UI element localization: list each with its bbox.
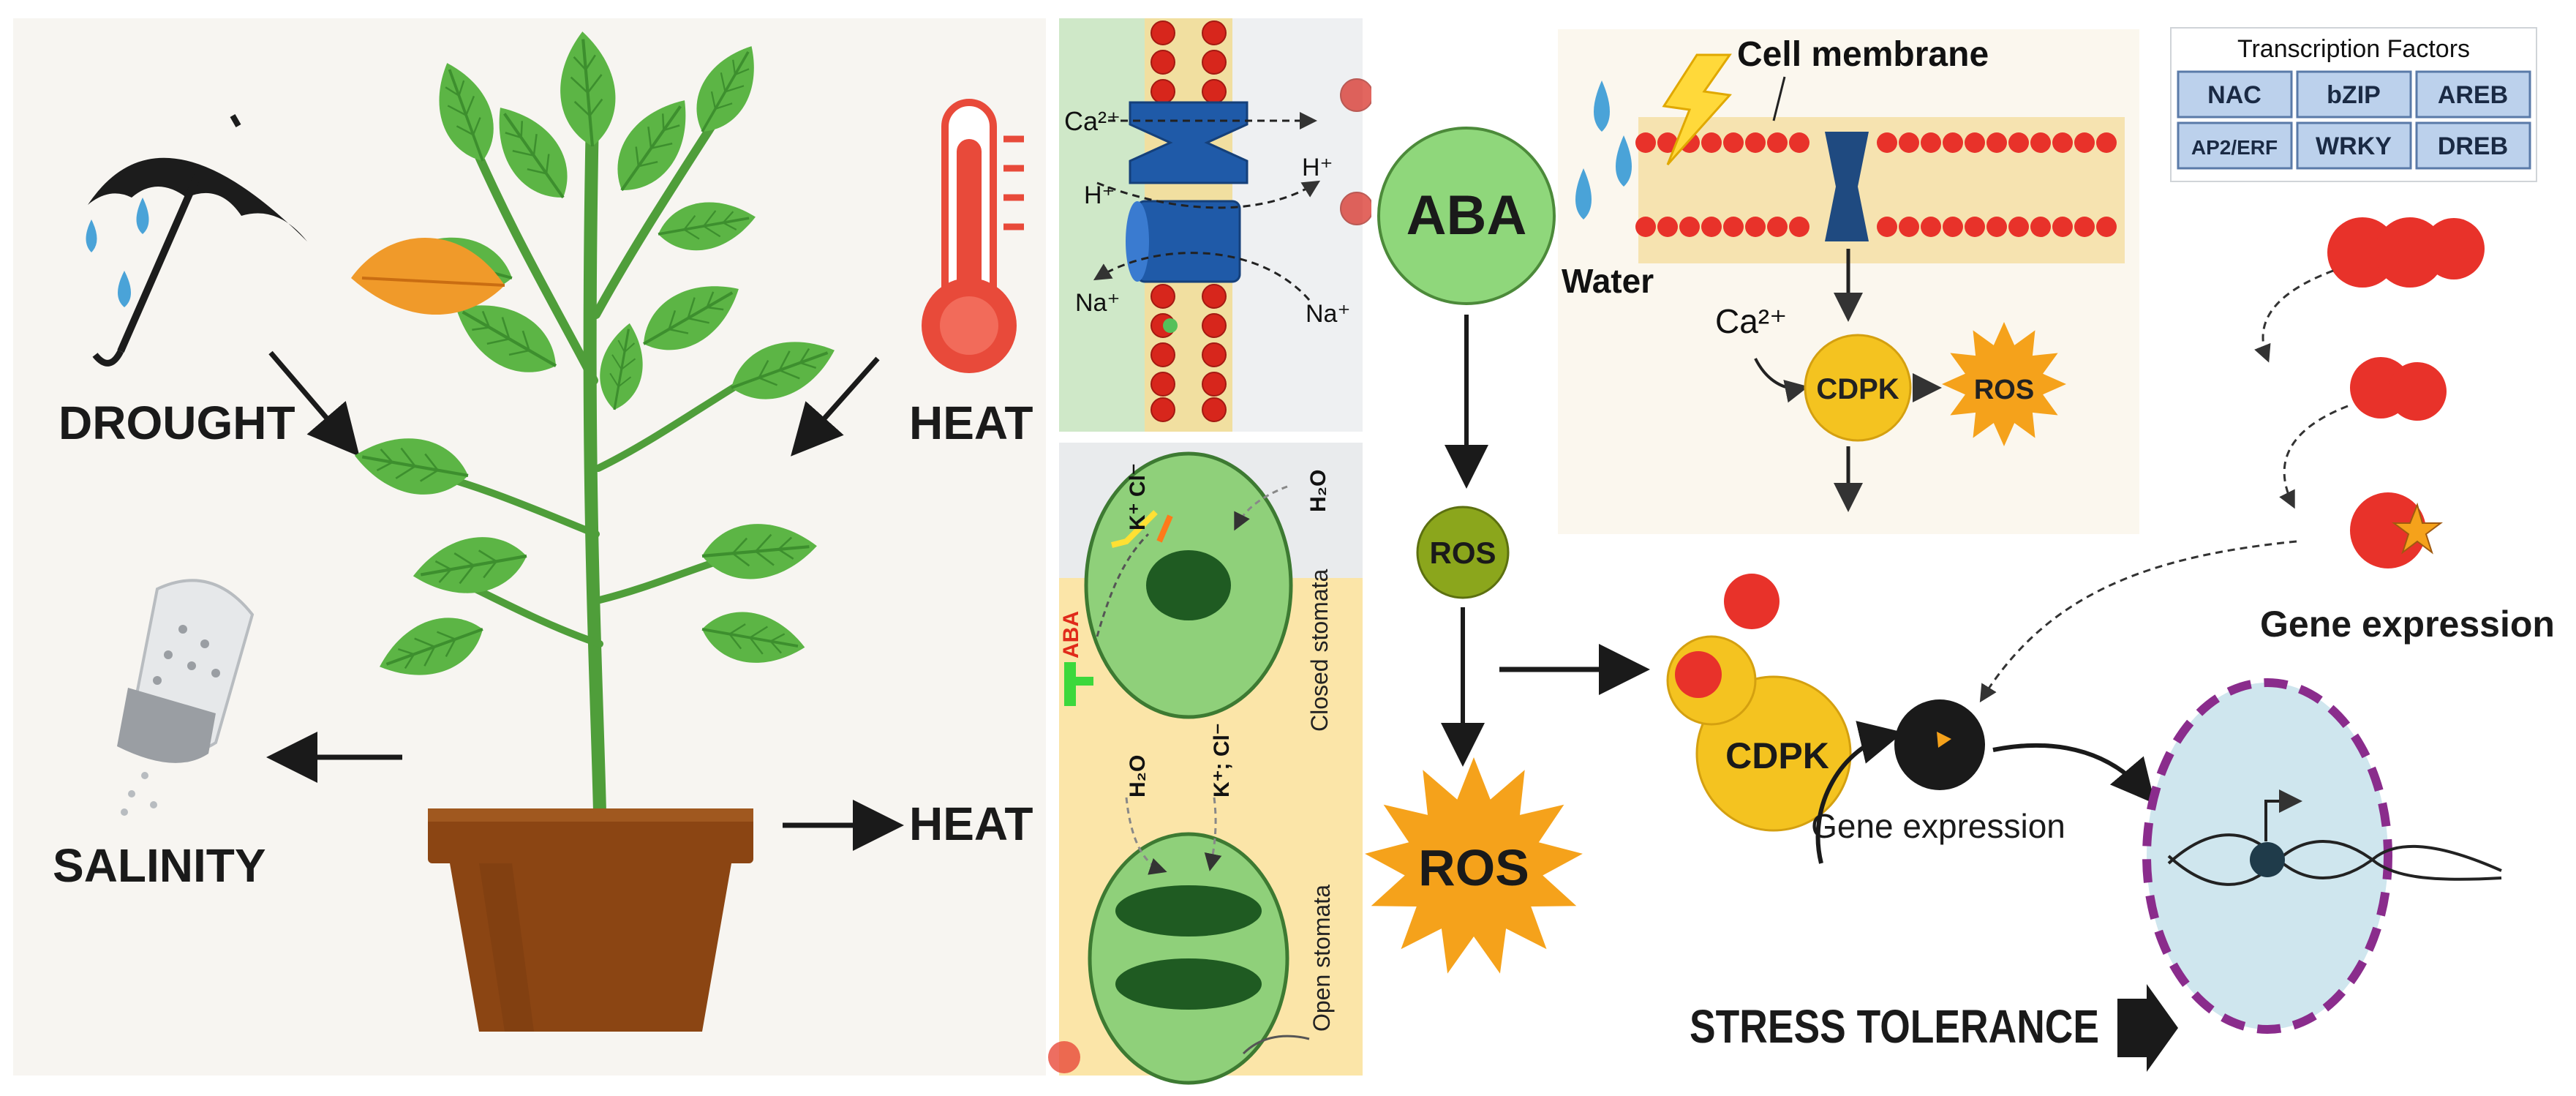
tf-cell-label: NAC [2207, 81, 2261, 109]
membrane-cdpk-label: CDPK [1816, 373, 1899, 405]
heat-arrow-top [791, 356, 880, 457]
transcription-factors-table: Transcription Factors NAC bZIP AREB AP2/ERF… [2170, 27, 2537, 182]
tf-cell [2415, 121, 2531, 170]
cdpk-complex [1666, 574, 1852, 832]
aba-node [1377, 127, 1556, 305]
tf-title: Transcription Factors [2237, 35, 2470, 63]
stomata-h2o-top-label: H₂O [1306, 470, 1330, 512]
membrane-panel: Cell membrane Water Ca²⁺ CDPK ROS [1558, 29, 2139, 534]
tf-cell [2296, 70, 2412, 119]
closed-stomata-label: Closed stomata [1306, 568, 1333, 732]
tf-cell-label: AP2/ERF [2191, 136, 2278, 159]
membrane-title: Cell membrane [1737, 35, 1989, 74]
tf-cell [2177, 70, 2293, 119]
rain-drops-icon [86, 198, 149, 307]
membrane-cdpk-node [1804, 334, 1912, 442]
ion-ca-label: Ca²⁺ [1064, 106, 1121, 136]
ion-h-right-label: H⁺ [1302, 154, 1333, 181]
ros-burst-label: ROS [1418, 839, 1529, 896]
water-drops-icon [1575, 80, 1632, 219]
lightning-icon [1662, 53, 1732, 166]
salt-shaker-icon [117, 579, 255, 816]
tf-to-gene-dashed-arrow [1979, 540, 2297, 703]
membrane-channel-icon [1825, 132, 1869, 241]
drought-arrow [268, 350, 360, 457]
aba-node-label: ABA [1406, 184, 1527, 247]
membrane-pointer [1772, 76, 1786, 121]
membrane-ros-burst [1942, 322, 2066, 446]
membrane-ros-label: ROS [1974, 375, 2034, 405]
stomata-h2o-bottom-label: H₂O [1126, 755, 1150, 797]
gene-flag-icon [1937, 732, 1951, 748]
stomata-kcl-top-label: K⁺ Cl⁻ [1126, 463, 1150, 530]
tf-cell [2177, 121, 2293, 170]
heat-label-bottom: HEAT [909, 797, 1033, 850]
tf-cell-label: WRKY [2316, 132, 2392, 160]
water-label: Water [1562, 262, 1654, 300]
tf-cell-label: DREB [2438, 132, 2508, 160]
ion-na-right-label: Na⁺ [1306, 300, 1350, 328]
ros-burst-node [1365, 757, 1583, 974]
umbrella-icon [88, 114, 307, 367]
tf-cell-label: AREB [2438, 81, 2508, 109]
ion-channel-panel: Ca²⁺ H⁺ H⁺ Na⁺ Na⁺ [1059, 18, 1374, 432]
drought-label: DROUGHT [59, 397, 295, 449]
tf-dashed-arrow-2 [2279, 405, 2349, 509]
ion-h-left-label: H⁺ [1084, 181, 1115, 209]
membrane-ca-label: Ca²⁺ [1715, 302, 1787, 340]
star-marker-icon [2392, 502, 2443, 555]
ion-na-left-label: Na⁺ [1075, 289, 1120, 317]
orange-leaf-icon [351, 238, 505, 315]
thermometer-icon [922, 99, 1024, 373]
stress-tolerance-arrow [2117, 984, 2178, 1072]
nucleus [2142, 678, 2502, 1034]
ros-small-label: ROS [1429, 536, 1496, 570]
ros-small-node [1416, 506, 1510, 599]
tf-cell [2415, 70, 2531, 119]
cdpk-feedback-arrow [1815, 721, 1904, 864]
stomata-kcl-bottom-label: K⁺; Cl⁻ [1210, 723, 1234, 797]
ca-to-cdpk-arrow [1754, 358, 1809, 403]
stress-tolerance-label: STRESS TOLERANCE [1690, 1000, 2099, 1053]
salinity-label: SALINITY [53, 839, 266, 892]
open-stomata-label: Open stomata [1308, 885, 1335, 1032]
gene-to-nucleus-arrow [1992, 743, 2155, 804]
gene-expression-label: Gene expression [1811, 807, 2065, 845]
tf-gene-expression-label: Gene expression [2260, 604, 2555, 645]
tf-cell [2296, 121, 2412, 170]
membrane-beads-bottom [1635, 217, 2117, 237]
membrane-beads-top [1635, 132, 2117, 153]
cdpk-label: CDPK [1725, 735, 1829, 776]
stomata-aba-label: ABA [1059, 611, 1083, 658]
stomata-panel: K⁺ Cl⁻ H₂O ABA Closed stomata H₂O K⁺; Cl… [1048, 443, 1363, 1085]
tf-cell-label: bZIP [2327, 81, 2381, 109]
flower-pot [428, 808, 753, 1032]
heat-label-top: HEAT [909, 397, 1033, 449]
